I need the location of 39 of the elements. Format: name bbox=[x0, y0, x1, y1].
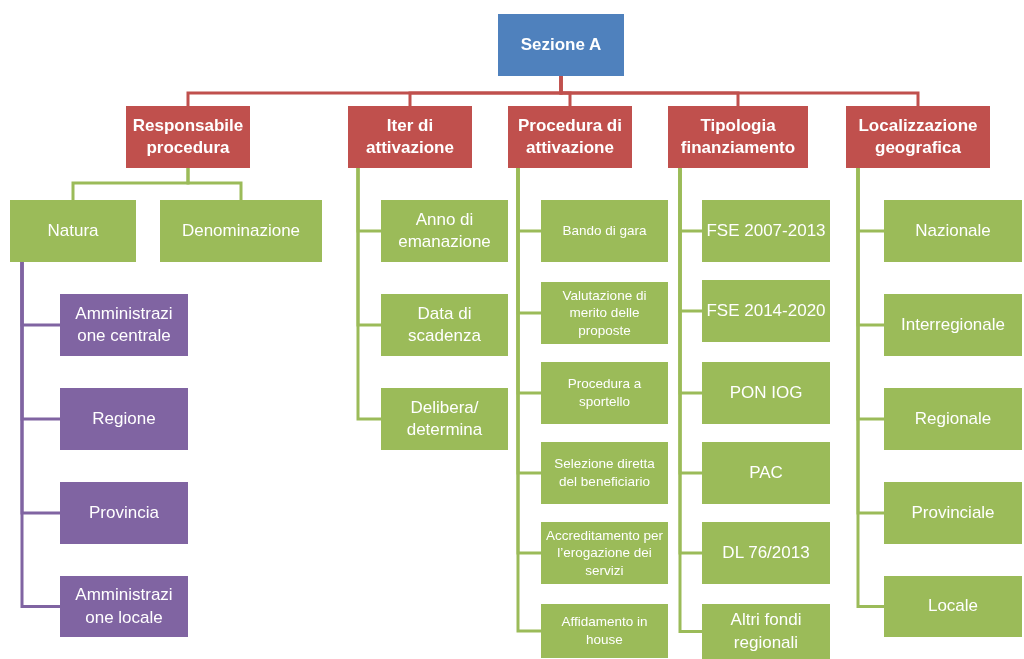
item-box: Locale bbox=[884, 576, 1022, 637]
sub-item-box: Amministrazi one locale bbox=[60, 576, 188, 637]
item-box: FSE 2014-2020 bbox=[702, 280, 830, 342]
item-box: Valutazione di merito delle proposte bbox=[541, 282, 668, 344]
connector-line bbox=[20, 262, 60, 608]
item-box: Interregionale bbox=[884, 294, 1022, 356]
item-box: FSE 2007-2013 bbox=[702, 200, 830, 262]
connector-line bbox=[559, 76, 920, 106]
sub-item-box: Provincia bbox=[60, 482, 188, 544]
connector-line bbox=[516, 168, 541, 633]
item-box: Data di scadenza bbox=[381, 294, 508, 356]
category-box: Responsabile procedura bbox=[126, 106, 250, 168]
category-box: Procedura di attivazione bbox=[508, 106, 632, 168]
item-box: Accreditamento per l’erogazione dei servizi bbox=[541, 522, 668, 584]
item-box: Selezione diretta del beneficiario bbox=[541, 442, 668, 504]
connector-line bbox=[678, 168, 702, 633]
item-box: Procedura a sportello bbox=[541, 362, 668, 424]
item-box: Provinciale bbox=[884, 482, 1022, 544]
item-box: Regionale bbox=[884, 388, 1022, 450]
root-box: Sezione A bbox=[498, 14, 624, 76]
connector-line bbox=[856, 168, 884, 608]
item-box: Nazionale bbox=[884, 200, 1022, 262]
item-box: PON IOG bbox=[702, 362, 830, 424]
item-box: DL 76/2013 bbox=[702, 522, 830, 584]
item-box: PAC bbox=[702, 442, 830, 504]
item-box: Bando di gara bbox=[541, 200, 668, 262]
item-box: Altri fondi regionali bbox=[702, 604, 830, 659]
item-box: Natura bbox=[10, 200, 136, 262]
category-box: Tipologia finanziamento bbox=[668, 106, 808, 168]
item-box: Denominazione bbox=[160, 200, 322, 262]
category-box: Iter di attivazione bbox=[348, 106, 472, 168]
sub-item-box: Regione bbox=[60, 388, 188, 450]
category-box: Localizzazione geografica bbox=[846, 106, 990, 168]
sub-item-box: Amministrazi one centrale bbox=[60, 294, 188, 356]
item-box: Delibera/ determina bbox=[381, 388, 508, 450]
item-box: Anno di emanazione bbox=[381, 200, 508, 262]
item-box: Affidamento in house bbox=[541, 604, 668, 658]
connector-line bbox=[186, 168, 243, 200]
connector-line bbox=[356, 168, 381, 421]
